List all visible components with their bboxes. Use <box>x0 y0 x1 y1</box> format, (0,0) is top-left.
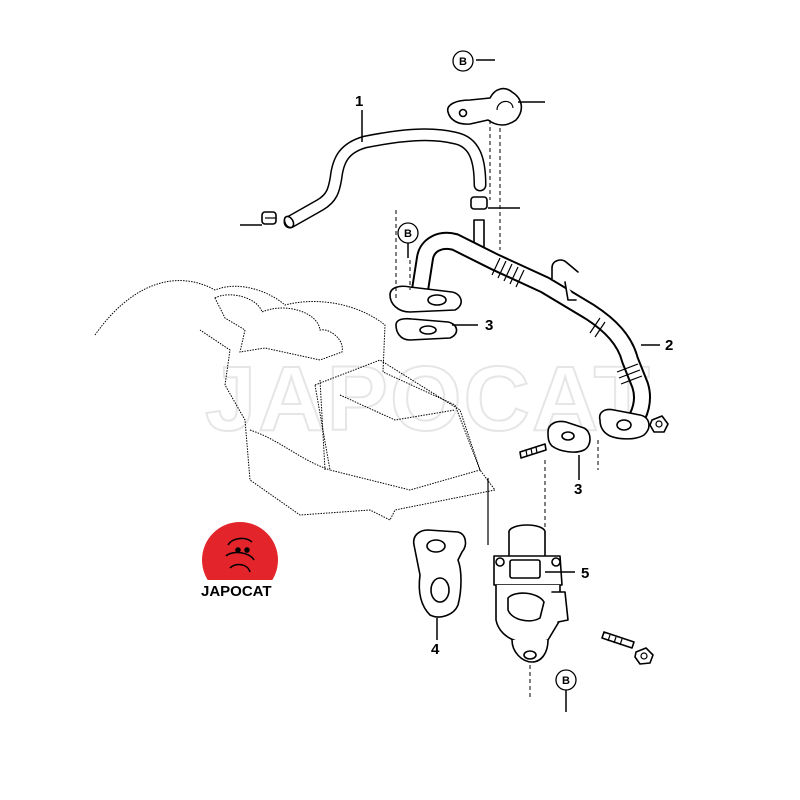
logo-text: JAPOCAT <box>201 583 272 600</box>
nut-upper <box>649 415 669 433</box>
callout-part-3-lower: 3 <box>574 481 582 498</box>
bracket <box>446 87 523 126</box>
leader-lines <box>240 59 660 712</box>
callout-part-3-upper: 3 <box>485 317 493 334</box>
ref-b-top: B <box>452 50 474 72</box>
part-1-hose <box>261 128 487 229</box>
part-3-gasket-lower <box>547 420 591 453</box>
japocat-logo: JAPOCAT <box>196 522 284 600</box>
hose-connector <box>470 196 488 249</box>
engine-block-outline <box>94 280 496 521</box>
stud-lower <box>601 631 635 649</box>
ref-b-bottom: B <box>555 669 577 691</box>
callout-part-1: 1 <box>355 93 363 110</box>
callout-part-5: 5 <box>581 565 589 582</box>
svg-text:B: B <box>404 228 412 240</box>
svg-text:B: B <box>459 56 467 68</box>
part-3-gasket-upper <box>395 317 458 341</box>
part-2-egr-pipe <box>389 231 651 440</box>
cat-emblem-icon <box>225 537 255 573</box>
callout-part-4: 4 <box>431 641 440 658</box>
callout-part-2: 2 <box>665 337 673 354</box>
ref-b-mid: B <box>397 222 419 244</box>
part-5-egr-valve <box>493 524 569 663</box>
alignment-lines <box>395 120 599 700</box>
nut-lower <box>634 647 654 665</box>
part-4-gasket <box>412 529 467 618</box>
svg-text:B: B <box>562 675 570 687</box>
stud-upper <box>519 443 547 459</box>
